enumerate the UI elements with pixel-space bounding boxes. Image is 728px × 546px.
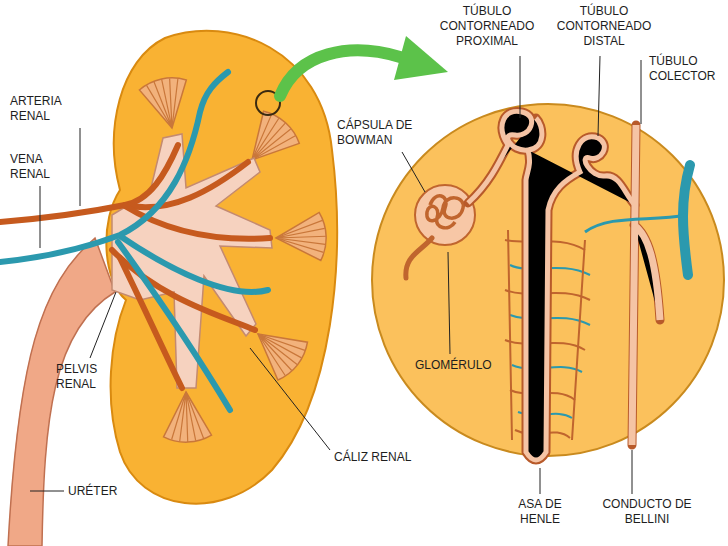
part-label: ASA DE HENLE	[509, 497, 571, 527]
part-label: TÚBULO CONTORNEADO PROXIMAL	[432, 4, 542, 49]
part-label: GLOMÉRULO	[415, 358, 500, 373]
leader-lines	[30, 56, 641, 494]
part-label: CÁLIZ RENAL	[334, 450, 429, 465]
zoom-arrow	[280, 50, 400, 96]
ureter	[8, 238, 115, 546]
kidney-outline	[106, 31, 337, 504]
part-label: URÉTER	[68, 484, 138, 499]
part-label: ARTERIA RENAL	[10, 94, 80, 124]
part-label: PELVIS RENAL	[56, 362, 118, 392]
part-label: TÚBULO COLECTOR	[649, 54, 724, 84]
part-label: CONDUCTO DE BELLINI	[601, 497, 693, 527]
part-label: CÁPSULA DE BOWMAN	[337, 118, 425, 148]
veins	[0, 72, 268, 410]
part-label: TÚBULO CONTORNEADO DISTAL	[554, 4, 654, 49]
part-label: VENA RENAL	[10, 152, 70, 182]
